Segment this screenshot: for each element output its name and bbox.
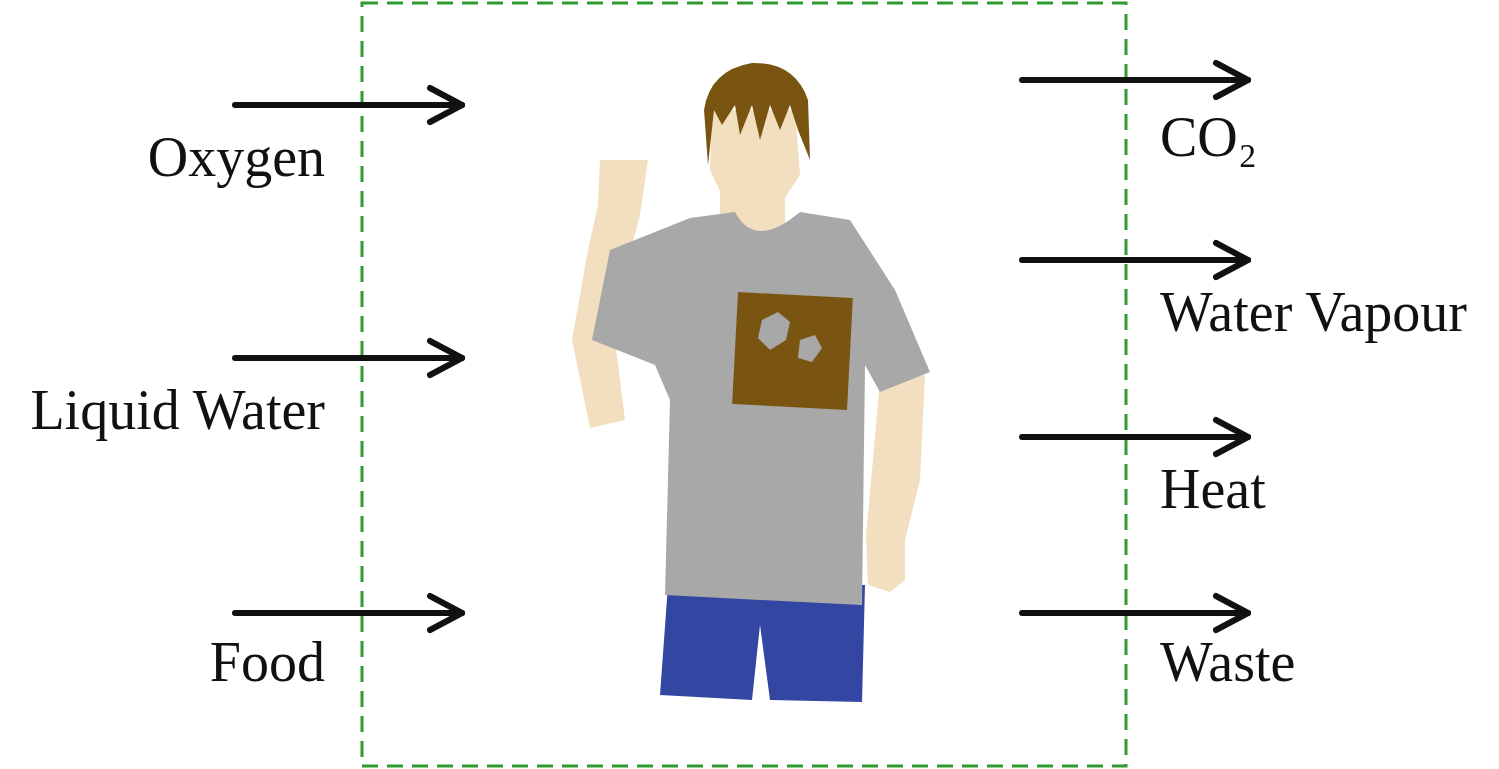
output-arrow bbox=[1022, 257, 1248, 263]
arrow-head bbox=[430, 341, 462, 375]
flow-label: Water Vapour bbox=[1160, 284, 1467, 340]
output-arrow bbox=[1022, 434, 1248, 440]
flow-label: Oxygen bbox=[148, 129, 325, 185]
input-arrow bbox=[235, 355, 462, 361]
hanging-arm bbox=[866, 375, 925, 592]
patch-figure bbox=[758, 312, 790, 350]
system-boundary bbox=[362, 3, 1126, 766]
shirt-patch bbox=[732, 292, 853, 410]
arrow-head bbox=[430, 88, 462, 122]
flow-label: CO₂ bbox=[1160, 109, 1257, 165]
face bbox=[710, 110, 800, 212]
arrow-head bbox=[1216, 420, 1248, 454]
arrow-head bbox=[1216, 63, 1248, 97]
input-arrow bbox=[235, 610, 462, 616]
person-illustration bbox=[572, 63, 930, 702]
flow-label: Liquid Water bbox=[30, 382, 325, 438]
arrow-head bbox=[430, 596, 462, 630]
patch-figure bbox=[798, 335, 822, 362]
arrow-head bbox=[1216, 596, 1248, 630]
hair bbox=[704, 63, 810, 165]
output-arrow bbox=[1022, 610, 1248, 616]
arrow-head bbox=[1216, 243, 1248, 277]
flow-label: Waste bbox=[1160, 634, 1295, 690]
input-arrow bbox=[235, 102, 462, 108]
flow-label: Heat bbox=[1160, 461, 1266, 517]
shirt bbox=[592, 212, 930, 605]
output-arrow bbox=[1022, 77, 1248, 83]
flow-label: Food bbox=[210, 634, 325, 690]
